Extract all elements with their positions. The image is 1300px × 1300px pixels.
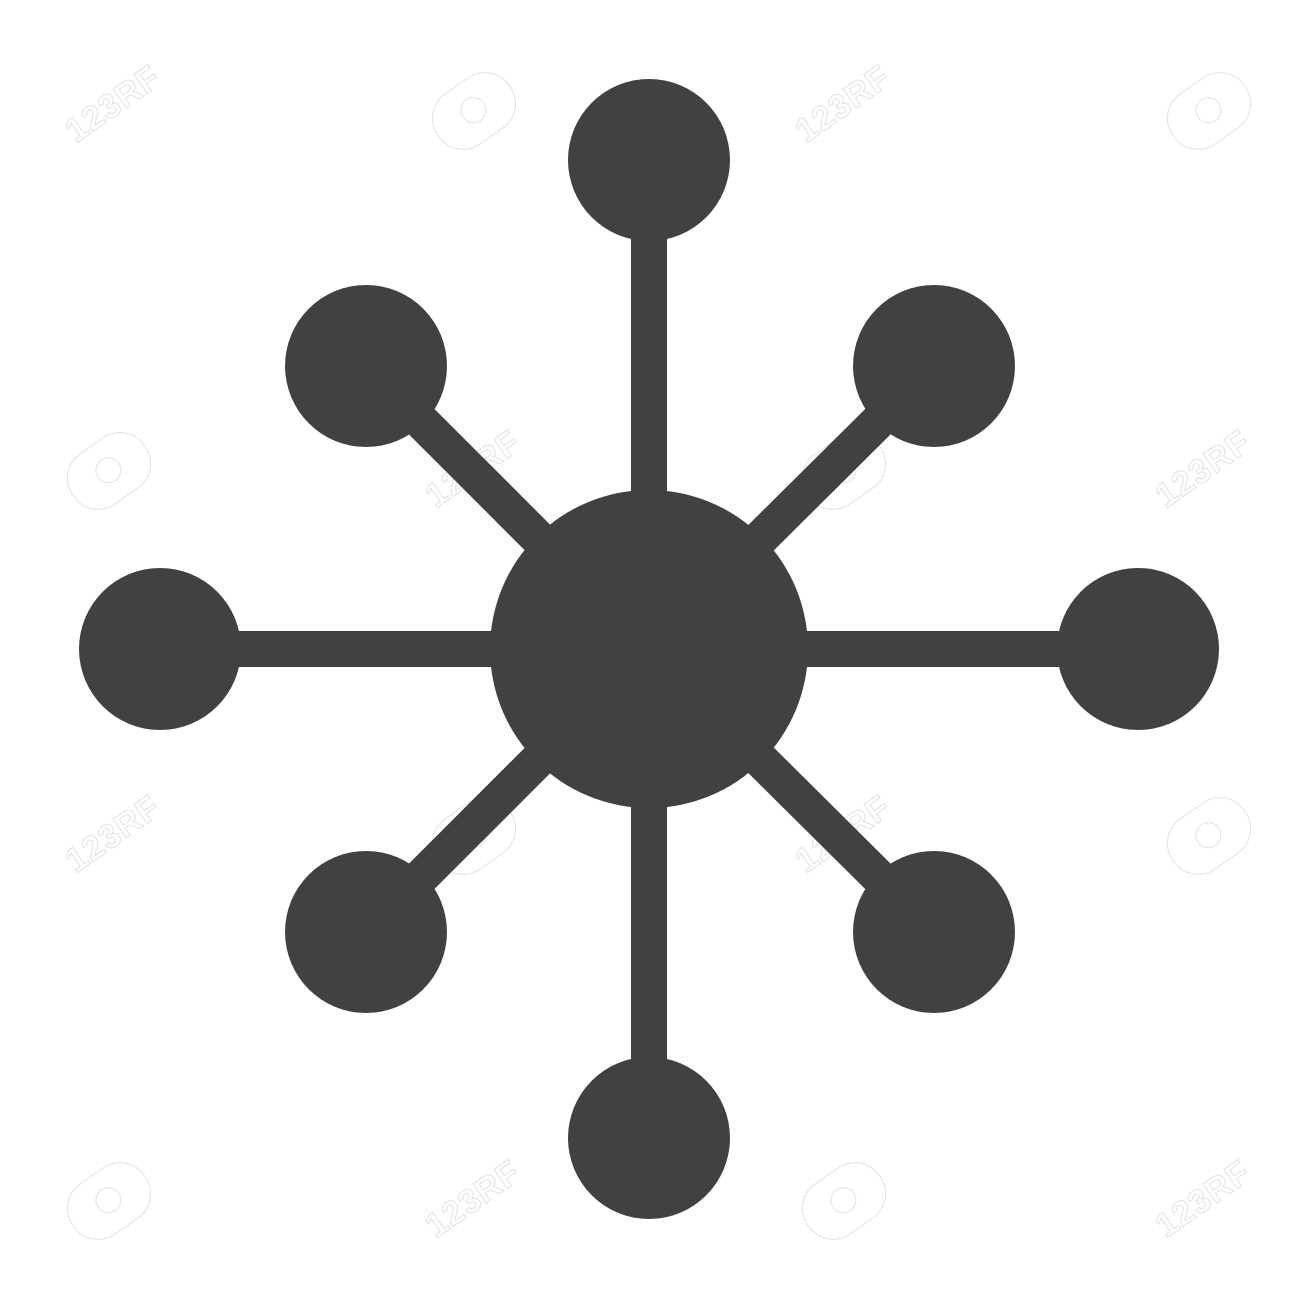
node-right — [1057, 568, 1219, 730]
hub-center-node — [490, 490, 808, 808]
node-bottom-right — [853, 851, 1015, 1013]
node-top-right — [853, 285, 1015, 447]
node-left — [79, 568, 241, 730]
node-bottom — [568, 1057, 730, 1219]
node-top-left — [285, 285, 447, 447]
node-bottom-left — [285, 851, 447, 1013]
node-top — [568, 79, 730, 241]
